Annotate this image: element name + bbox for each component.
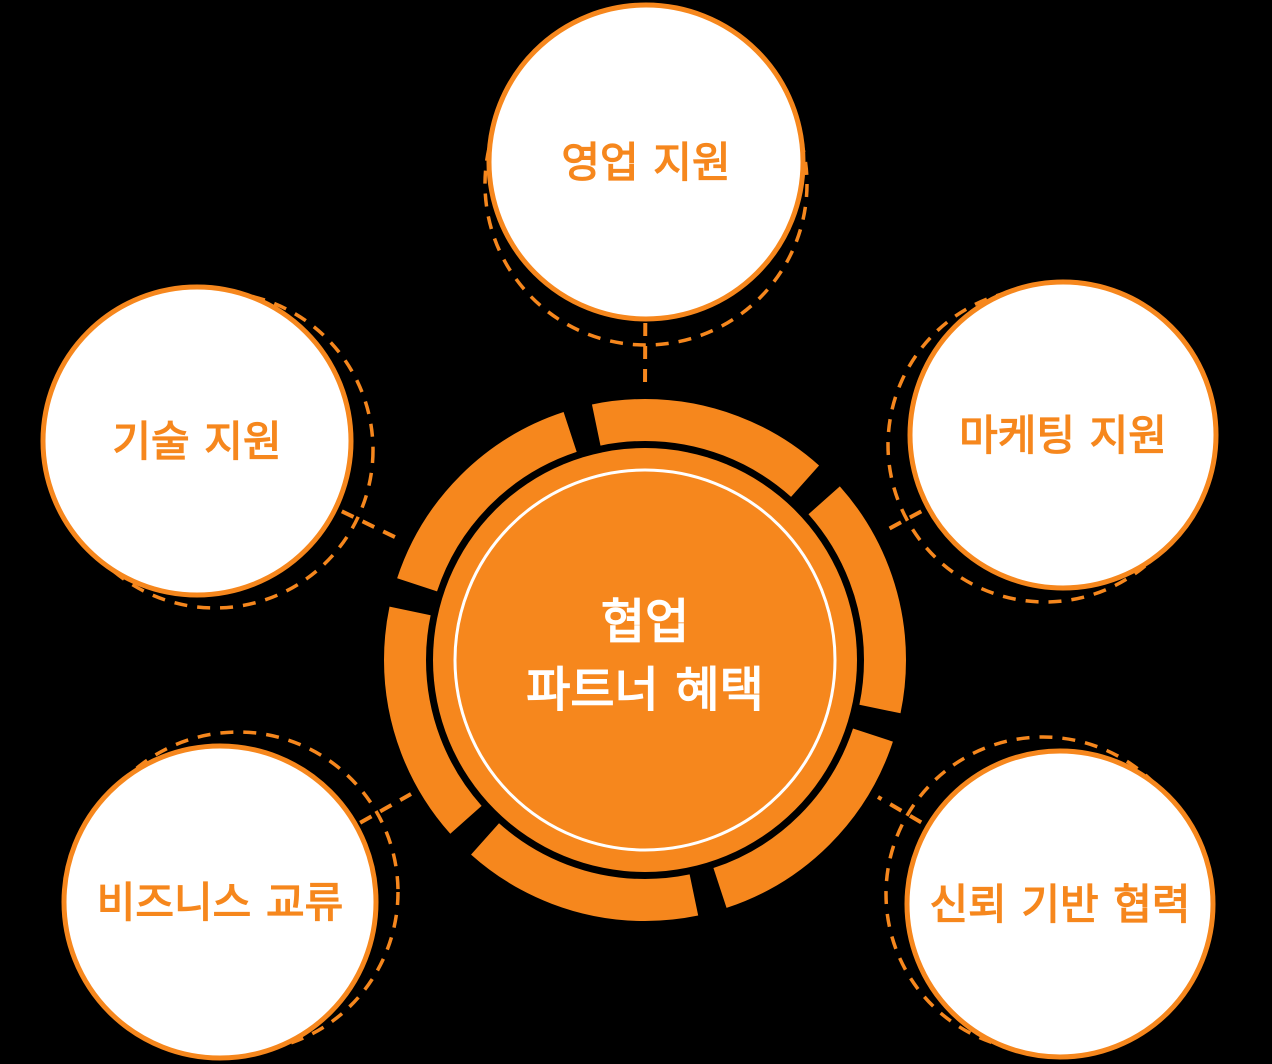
node-tech-support: 기술 지원: [40, 284, 375, 610]
node-business-exchange: 비즈니스 교류: [61, 730, 400, 1061]
node-marketing-support: 마케팅 지원: [886, 279, 1219, 604]
node-label: 기술 지원: [112, 417, 281, 466]
node-circle: [61, 743, 379, 1061]
node-circle: [486, 2, 806, 322]
node-circle: [40, 284, 354, 598]
connector-top: [643, 161, 648, 391]
segmented-ring: [384, 399, 906, 921]
node-sales-support: 영업 지원: [483, 2, 809, 347]
center-title-line1: 협업: [601, 594, 689, 650]
node-label: 신뢰 기반 협력: [929, 880, 1190, 929]
node-label: 영업 지원: [561, 138, 730, 187]
node-trust-cooperation: 신뢰 기반 협력: [884, 735, 1216, 1060]
center-disc: [433, 448, 857, 872]
center-hub: 협업 파트너 혜택: [384, 399, 906, 921]
dashed-arc: [483, 21, 809, 347]
connector-upper-left: [196, 439, 404, 543]
node-label: 마케팅 지원: [959, 411, 1167, 460]
node-circle: [907, 279, 1219, 591]
node-circle: [904, 748, 1216, 1060]
node-label: 비즈니스 교류: [97, 878, 343, 927]
inner-white-ring: [453, 468, 837, 852]
center-title-line2: 파트너 혜택: [526, 662, 764, 718]
dashed-arc: [76, 730, 400, 1054]
